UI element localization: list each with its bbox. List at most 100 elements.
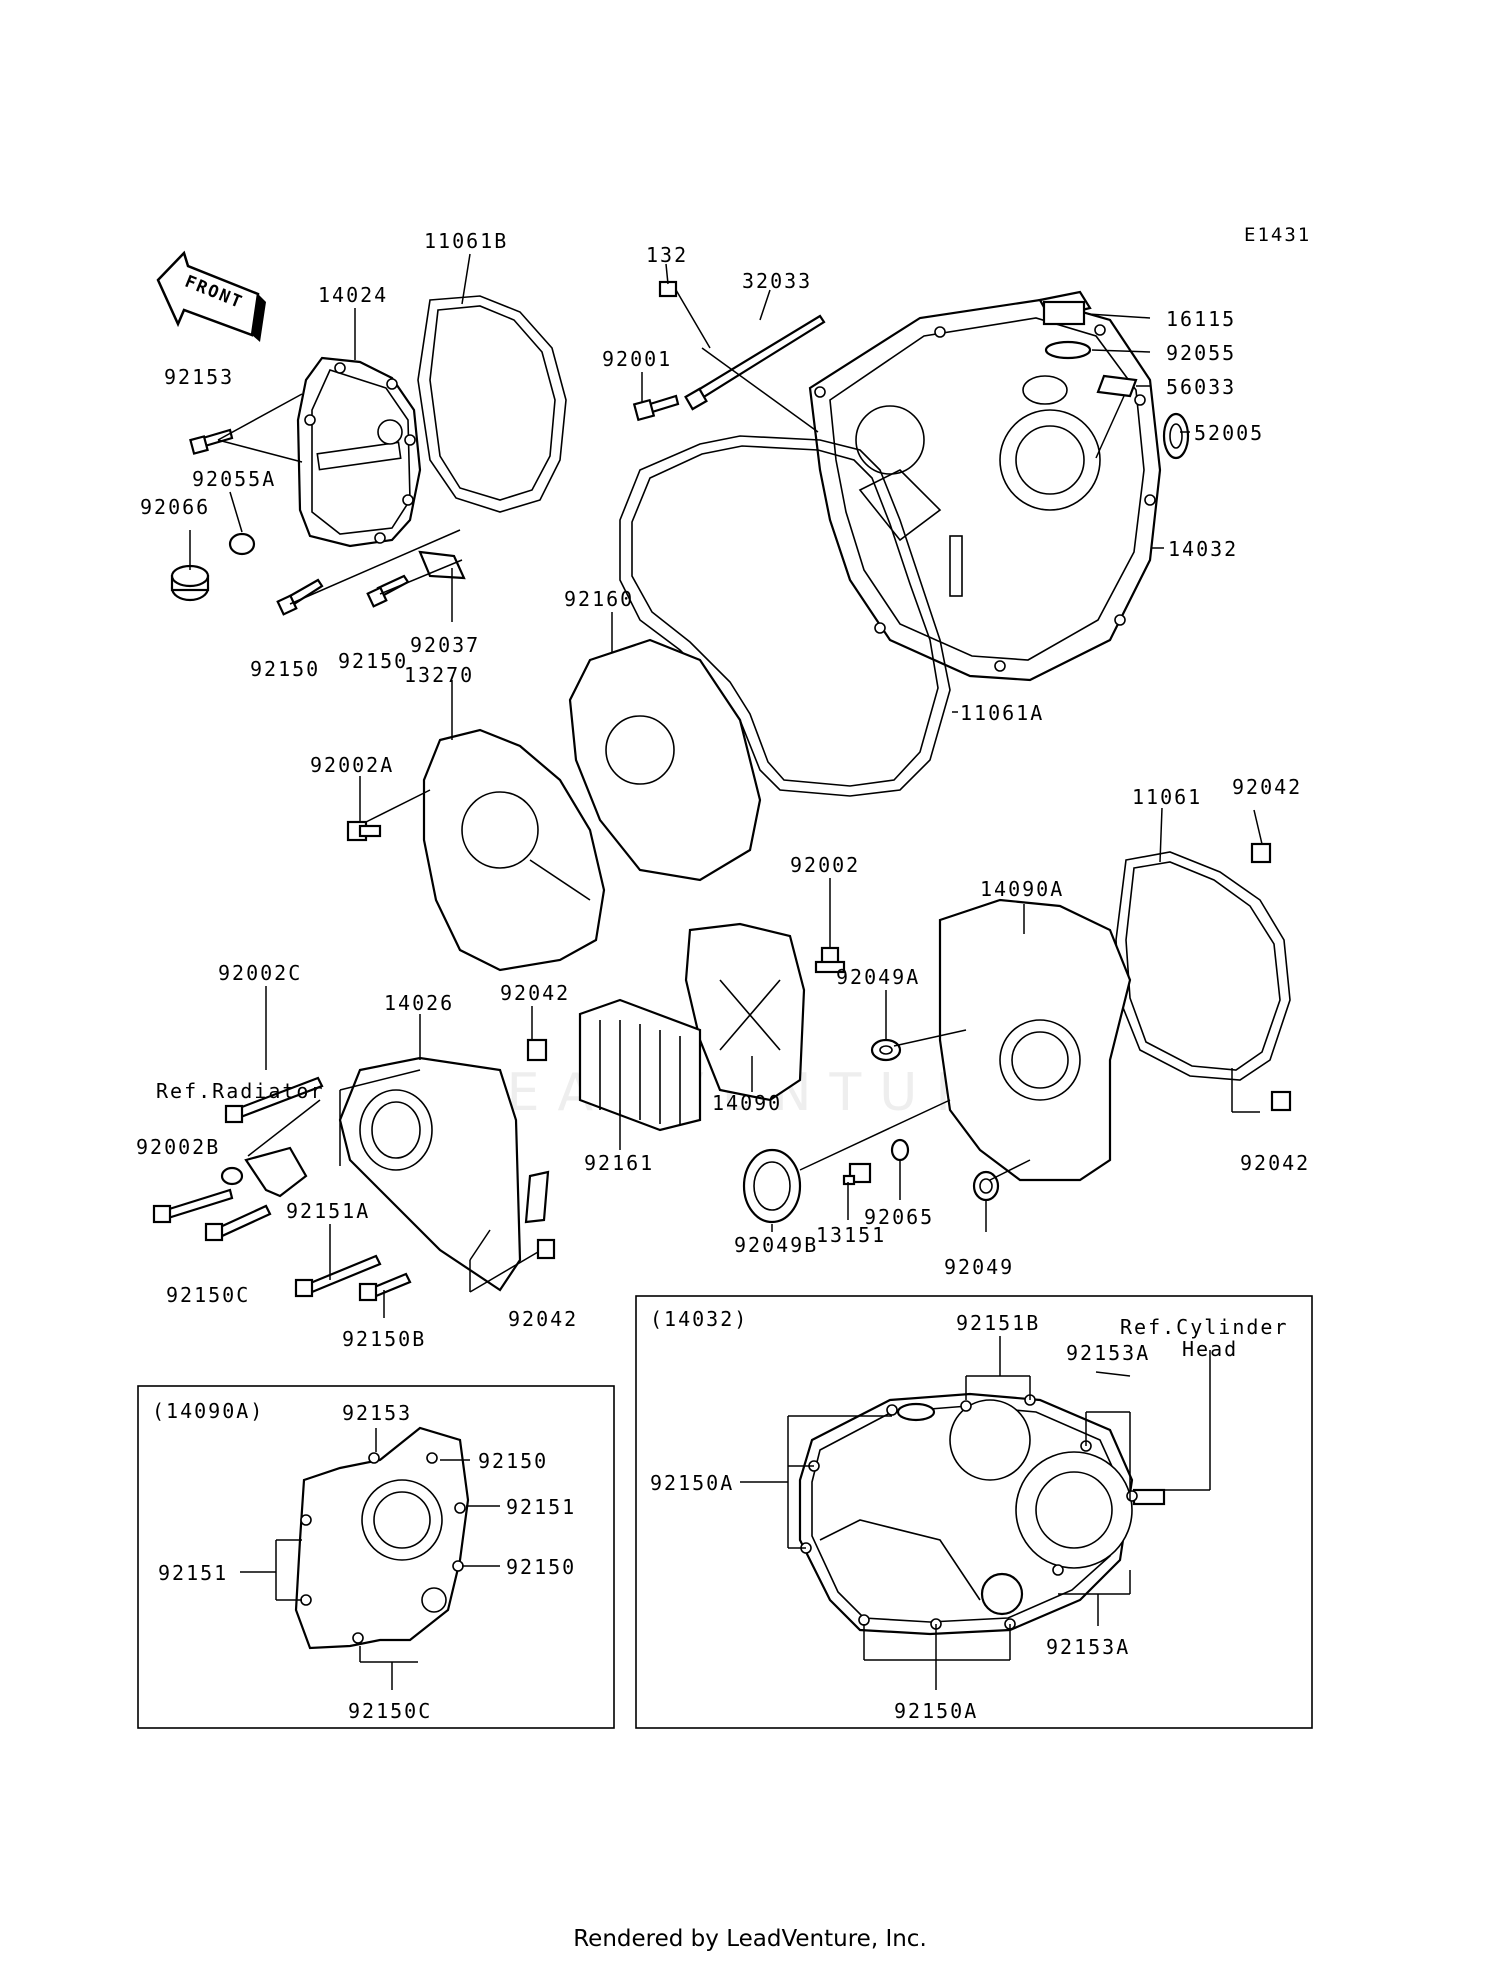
label-92055A: 92055A (192, 467, 276, 491)
part-92042-dowel-tr (1250, 842, 1272, 864)
label-11061B: 11061B (424, 229, 508, 253)
label-92042-tr: 92042 (1232, 775, 1302, 799)
inset-14032: (14032) (635, 1295, 1313, 1729)
bolt-92150B (358, 1272, 412, 1302)
label-92150-b: 92150 (338, 649, 408, 673)
label-92049A: 92049A (836, 965, 920, 989)
bolt-92151A (294, 1254, 382, 1298)
label-92055: 92055 (1166, 341, 1236, 365)
bolt-92150C (204, 1204, 272, 1242)
label-56033: 56033 (1166, 375, 1236, 399)
part-132-plug (658, 280, 678, 298)
part-92055A-oring (228, 532, 256, 556)
inset-right-92151B: 92151B (956, 1311, 1040, 1335)
label-11061A: 11061A (960, 701, 1044, 725)
inset-right-92153A-top: 92153A (1066, 1341, 1150, 1365)
label-92065: 92065 (864, 1205, 934, 1229)
inset-left-92151-l: 92151 (158, 1561, 228, 1585)
inset-right-92150A-left: 92150A (650, 1471, 734, 1495)
label-132: 132 (646, 243, 688, 267)
label-92002: 92002 (790, 853, 860, 877)
part-92065-washer (890, 1138, 910, 1162)
label-16115: 16115 (1166, 307, 1236, 331)
label-32033: 32033 (742, 269, 812, 293)
inset-left-92151-r: 92151 (506, 1495, 576, 1519)
label-92161: 92161 (584, 1151, 654, 1175)
label-92160: 92160 (564, 587, 634, 611)
leader-lines (189, 253, 1263, 1318)
part-92042-dowel-br (1270, 1090, 1292, 1112)
part-13151-switch (842, 1162, 872, 1186)
label-14032: 14032 (1168, 537, 1238, 561)
label-92042-bot: 92042 (508, 1307, 578, 1331)
inset-left-92150C: 92150C (348, 1699, 432, 1723)
part-92037-clamp (418, 550, 466, 580)
label-92002A: 92002A (310, 753, 394, 777)
bolt-92150-a (276, 578, 324, 616)
inset-right-92150A-bot: 92150A (894, 1699, 978, 1723)
part-11061-gasket (1115, 851, 1291, 1081)
bolt-92002C (224, 1076, 324, 1124)
label-92150-a: 92150 (250, 657, 320, 681)
part-92042-dowel-mid (526, 1038, 548, 1062)
inset-right-ref-cyl-1: Ref.Cylinder (1120, 1315, 1289, 1339)
bolt-92002A (346, 820, 382, 842)
part-92042-dowel-bot (536, 1238, 556, 1260)
label-92002C: 92002C (218, 961, 302, 985)
label-ref-radiator: Ref.Radiator (156, 1079, 325, 1103)
label-92150B: 92150B (342, 1327, 426, 1351)
part-14024-clutch-cover (296, 356, 422, 548)
inset-left-92150-b: 92150 (506, 1555, 576, 1579)
part-14032-case-cover (808, 298, 1162, 682)
part-92049-seal (972, 1170, 1000, 1202)
inset-14090A: (14090A) 92153 92150 92151 92150 92151 9… (137, 1385, 615, 1729)
footer-credit: Rendered by LeadVenture, Inc. (573, 1926, 927, 1952)
part-92066-plug (170, 564, 210, 602)
part-16115-oil-cap (1038, 290, 1092, 326)
label-14026: 14026 (384, 991, 454, 1015)
inset-left-92150-a: 92150 (478, 1449, 548, 1473)
part-92049A-seal (870, 1038, 902, 1062)
part-14090A-cover (938, 898, 1132, 1182)
label-13270: 13270 (404, 663, 474, 687)
part-labels: 11061B 14024 92153 92055A 92066 92150 92… (136, 229, 1310, 1351)
part-92161-screen (578, 998, 702, 1132)
inset-right-ref-cyl-2: Head (1182, 1337, 1238, 1361)
label-14024: 14024 (318, 283, 388, 307)
label-52005: 52005 (1194, 421, 1264, 445)
part-92049B-seal (742, 1148, 802, 1224)
part-14026-cover (338, 1056, 550, 1292)
part-14090-plate (684, 922, 806, 1102)
part-13270-plate (422, 728, 606, 972)
inset-left-92153: 92153 (342, 1401, 412, 1425)
part-ref-radiator-bracket (220, 1146, 308, 1198)
label-92066: 92066 (140, 495, 210, 519)
label-14090: 14090 (712, 1091, 782, 1115)
front-arrow-icon: FRONT (156, 250, 266, 342)
label-11061: 11061 (1132, 785, 1202, 809)
inset-right-92153A-bot: 92153A (1046, 1635, 1130, 1659)
label-92153-top: 92153 (164, 365, 234, 389)
bolt-92002B (152, 1188, 234, 1224)
label-92049B: 92049B (734, 1233, 818, 1257)
label-14090A: 14090A (980, 877, 1064, 901)
label-92150C: 92150C (166, 1283, 250, 1307)
label-92001: 92001 (602, 347, 672, 371)
bolt-92001 (632, 394, 680, 422)
label-92049: 92049 (944, 1255, 1014, 1279)
label-92037: 92037 (410, 633, 480, 657)
part-92055-oring (1044, 340, 1092, 360)
bolt-92153-top (189, 428, 234, 455)
label-13151: 13151 (816, 1223, 886, 1247)
label-92042-mid: 92042 (500, 981, 570, 1005)
part-56033-label (1096, 374, 1138, 398)
diagram-code: E1431 (1244, 224, 1311, 246)
part-11061A-gasket (619, 435, 951, 797)
part-11061B-gasket (417, 295, 567, 513)
label-92151A: 92151A (286, 1199, 370, 1223)
bolt-32033 (684, 314, 826, 411)
label-92042-br: 92042 (1240, 1151, 1310, 1175)
label-92002B: 92002B (136, 1135, 220, 1159)
